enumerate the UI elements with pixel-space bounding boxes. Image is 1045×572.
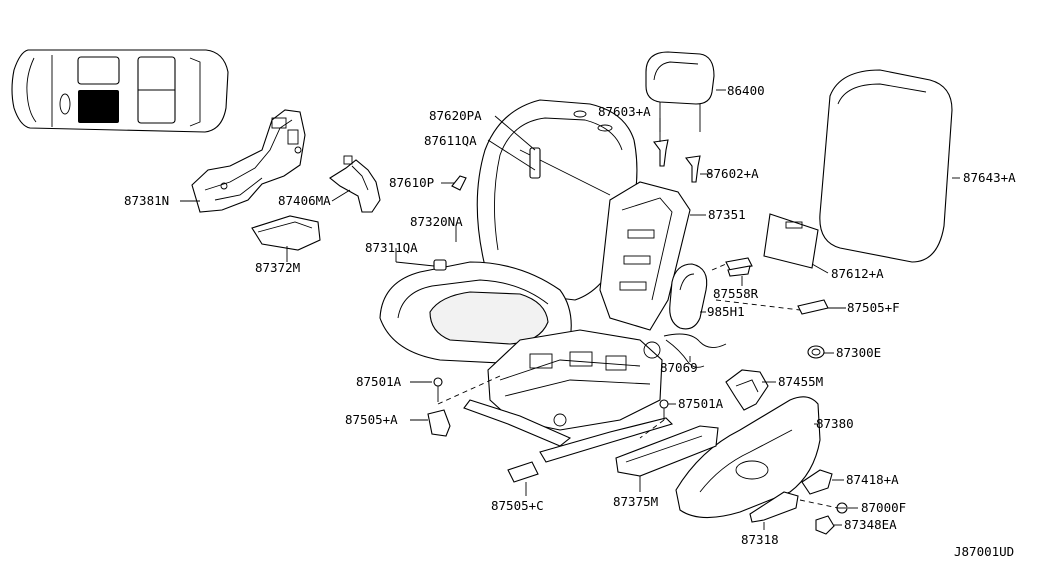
label-87612A: 87612+A: [831, 266, 884, 281]
label-87069: 87069: [660, 360, 698, 375]
part-86400-headrest: [645, 51, 715, 132]
part-87505F-clip: [797, 299, 829, 315]
seat-cushion: [379, 259, 572, 365]
label-87602A: 87602+A: [706, 166, 759, 181]
part-87603A-headrest-guide: [653, 139, 669, 167]
label-87501A-left: 87501A: [356, 374, 402, 389]
label-87505F: 87505+F: [847, 300, 900, 315]
label-87643A: 87643+A: [963, 170, 1016, 185]
part-87300E-ring: [807, 345, 825, 359]
label-87418A: 87418+A: [846, 472, 899, 487]
part-87069-harness: [663, 333, 727, 368]
part-87501A-bolt-left: [433, 377, 443, 402]
part-87372M-trim: [251, 215, 321, 251]
label-87300E: 87300E: [836, 345, 881, 360]
part-87558R-clip: [725, 257, 753, 277]
part-87351-seat-back-frame: [599, 181, 691, 331]
label-87320NA: 87320NA: [410, 214, 463, 229]
part-87455M-bracket: [725, 369, 769, 411]
part-87381N-side-cover: [191, 109, 306, 213]
seat-back: [476, 99, 638, 301]
label-87000F: 87000F: [861, 500, 906, 515]
part-87000F-screw: [836, 502, 848, 514]
vehicle-location-inset: [11, 49, 229, 133]
label-87501A-right: 87501A: [678, 396, 724, 411]
part-87380-side-panel: [675, 396, 821, 519]
part-87505A-clip: [427, 409, 451, 437]
part-87612A-pocket: [763, 213, 819, 269]
callout-labels: 87381N 87406MA 87372M 87620PA 87611QA 87…: [124, 83, 1016, 559]
diagram-code: J87001UD: [954, 544, 1014, 559]
label-87558R: 87558R: [713, 286, 759, 301]
label-87381N: 87381N: [124, 193, 169, 208]
part-87643A-back-board: [819, 69, 953, 263]
label-87318: 87318: [741, 532, 779, 547]
part-87501A-bolt-right: [659, 399, 669, 420]
seat-frame-assembly: [463, 329, 674, 463]
label-87372M: 87372M: [255, 260, 300, 275]
part-87406MA-bracket: [329, 155, 381, 213]
label-87348EA: 87348EA: [844, 517, 897, 532]
label-87620PA: 87620PA: [429, 108, 482, 123]
part-87348EA-clip: [815, 515, 835, 535]
part-87505C-clip: [507, 461, 539, 483]
label-87311QA: 87311QA: [365, 240, 418, 255]
leader-lines: [180, 89, 960, 530]
label-87406MA: 87406MA: [278, 193, 331, 208]
part-985H1-airbag: [669, 263, 708, 330]
label-87611QA: 87611QA: [424, 133, 477, 148]
label-985H1: 985H1: [707, 304, 745, 319]
assembly-lines: [437, 263, 839, 509]
label-87375M: 87375M: [613, 494, 658, 509]
part-87610P-clip: [451, 175, 467, 191]
label-86400: 86400: [727, 83, 765, 98]
part-87602A-headrest-guide: [685, 155, 701, 183]
label-87351: 87351: [708, 207, 746, 222]
part-87318-lever: [749, 491, 799, 523]
label-87505A: 87505+A: [345, 412, 398, 427]
label-87610P: 87610P: [389, 175, 434, 190]
part-87375M-lower-cover: [615, 425, 719, 477]
part-87418A-knob: [801, 469, 833, 495]
highlighted-seat-location: [78, 90, 119, 123]
label-87505C: 87505+C: [491, 498, 544, 513]
label-87455M: 87455M: [778, 374, 823, 389]
label-87603A: 87603+A: [598, 104, 651, 119]
label-87380: 87380: [816, 416, 854, 431]
